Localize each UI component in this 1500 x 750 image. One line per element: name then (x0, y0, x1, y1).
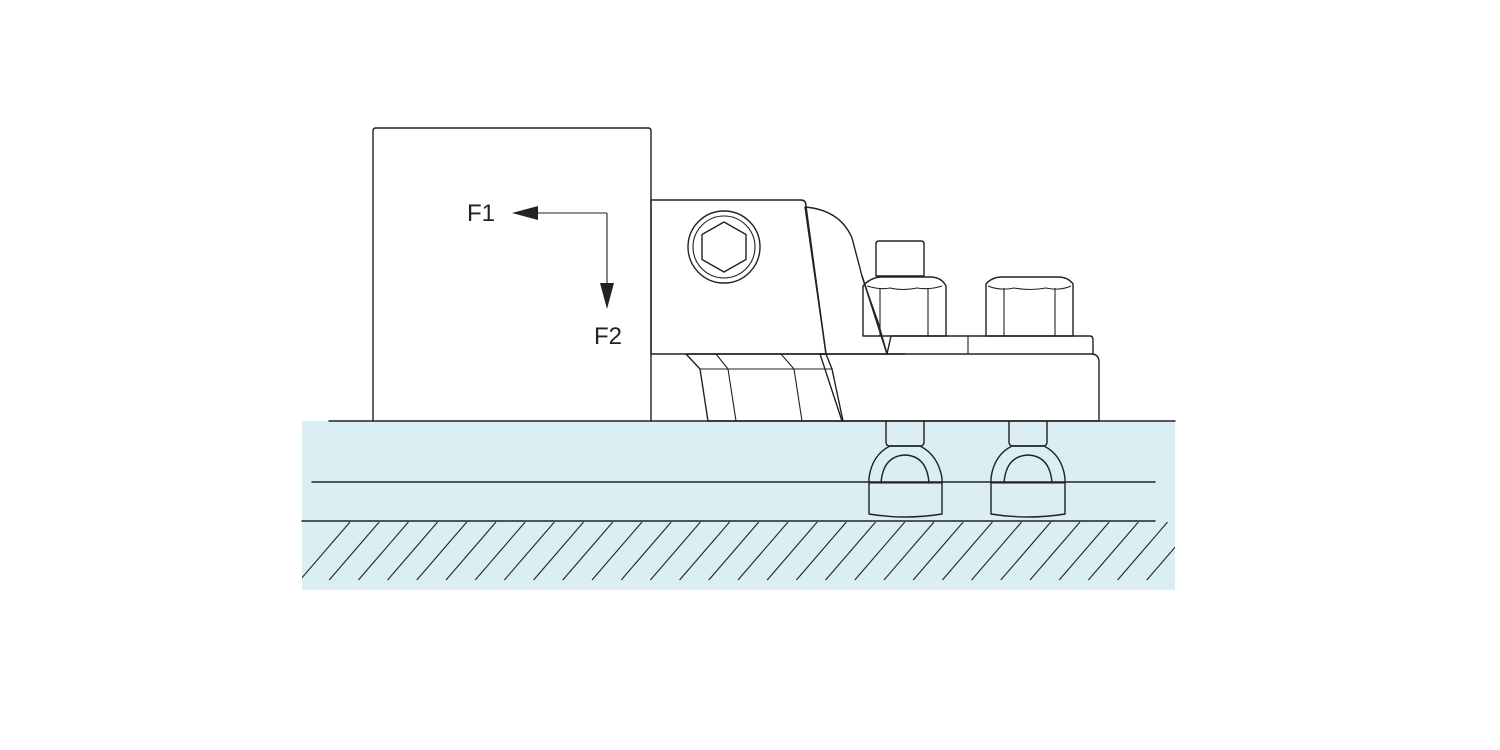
stud-top (875, 240, 925, 277)
force-1-label: F1 (467, 200, 495, 227)
t-slot-anchor (990, 420, 1066, 518)
hatch-line (679, 522, 731, 581)
hatch-line (357, 522, 409, 581)
nut-chamfer (987, 285, 1072, 291)
arrow-icon (600, 283, 614, 309)
tooth-line (793, 368, 803, 422)
machine-table (301, 420, 1176, 590)
bolt-ledge (886, 335, 1094, 355)
tooth-line (715, 353, 729, 370)
hatch-line (737, 522, 789, 581)
hex-nut-icon (862, 240, 947, 337)
arrow-icon (512, 206, 538, 220)
clamp-rear-arm (804, 206, 906, 355)
hatch-line (503, 522, 555, 581)
hatch-line (562, 522, 614, 581)
serrated-jaw (685, 353, 844, 422)
t-slot-anchor (868, 420, 943, 518)
force-indicators: F1 F2 (467, 200, 622, 350)
hatch-line (854, 522, 906, 581)
force-2-label: F2 (594, 323, 622, 350)
hatch-line (445, 522, 497, 581)
hatch-line (766, 522, 818, 581)
screw-head-inner (692, 215, 756, 279)
hatch-line (302, 522, 351, 579)
table-body (302, 421, 1175, 590)
hatch-line (971, 522, 1023, 581)
workpiece-block (372, 127, 652, 422)
hatch-line (1000, 522, 1052, 581)
hatch-line (328, 522, 380, 581)
nut-body (985, 276, 1074, 337)
jaw-body (685, 353, 844, 422)
hatch-line (620, 522, 672, 581)
anchor-head (868, 445, 943, 518)
tooth-line (780, 353, 795, 370)
clamp-assembly (650, 199, 1100, 518)
anchor-arch (880, 454, 930, 484)
hatch-line (416, 522, 468, 581)
anchor-head (990, 445, 1066, 518)
hatch-line (1058, 522, 1110, 581)
hatch-line (1146, 546, 1175, 581)
hatch-line (708, 522, 760, 581)
hatch-line (912, 522, 964, 581)
hatch-line (591, 522, 643, 581)
hatch-line (883, 522, 935, 581)
arm-edge (861, 275, 888, 355)
workpiece (372, 127, 652, 422)
hatch-line (1087, 522, 1139, 581)
hex-socket-screw-icon (701, 221, 747, 273)
hatch-line (474, 522, 526, 581)
hex-nut-icon (985, 276, 1074, 337)
nut-chamfer (866, 285, 943, 291)
hatch-line (533, 522, 585, 581)
hatch-line (941, 522, 993, 581)
tooth-line (727, 368, 737, 422)
hatch-line (1029, 522, 1081, 581)
hatch-line (825, 522, 877, 581)
hatch-line (387, 522, 439, 581)
clamp-head (650, 199, 827, 355)
screw-head-outer (687, 210, 761, 284)
hatch-line (795, 522, 847, 581)
hatch-line (1117, 522, 1169, 581)
clamp-base-plate (819, 353, 1100, 422)
nut-body (862, 276, 947, 337)
anchor-arch (1003, 454, 1053, 484)
hatch-line (649, 522, 701, 581)
ground-hatching (302, 522, 1175, 581)
